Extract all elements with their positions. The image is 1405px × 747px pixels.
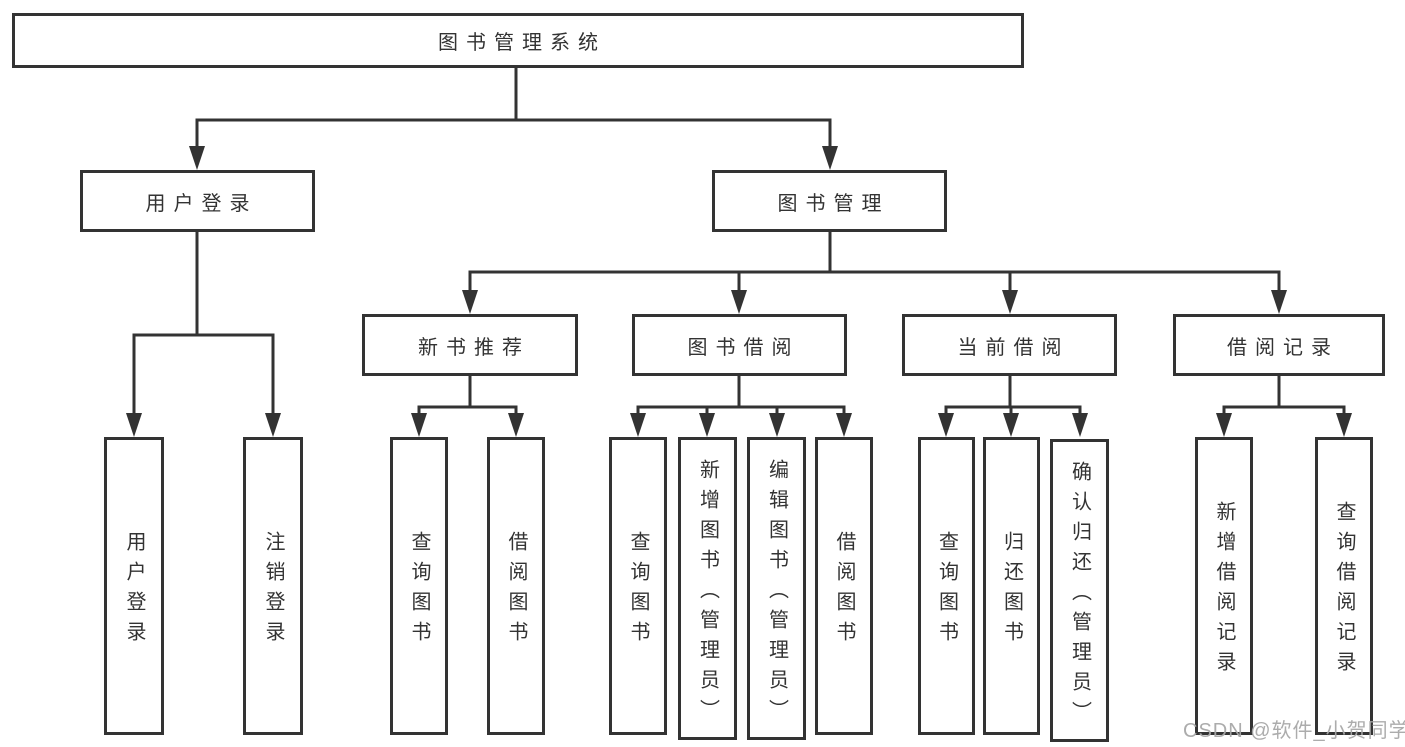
node-book-management: 图书管理 (712, 170, 947, 232)
leaf-rec-borrow-books-label: 借阅图书 (505, 531, 527, 651)
leaf-cb-confirm-return-admin-label: 确认归还（管理员） (1068, 460, 1091, 731)
leaf-br-query-record-label: 查询借阅记录 (1333, 501, 1355, 681)
leaf-bb-edit-books-admin-label: 编辑图书（管理员） (765, 458, 788, 729)
node-current-borrow-label: 当前借阅 (957, 336, 1070, 359)
leaf-br-add-record-label: 新增借阅记录 (1213, 501, 1235, 681)
node-current-borrow: 当前借阅 (902, 314, 1117, 376)
node-user-login-label: 用户登录 (145, 192, 258, 215)
leaf-cb-return-books-label: 归还图书 (1000, 531, 1023, 651)
node-book-borrow: 图书借阅 (632, 314, 847, 376)
leaf-bb-query-books-label: 查询图书 (627, 531, 649, 651)
leaf-bb-edit-books-admin: 编辑图书（管理员） (747, 437, 806, 740)
leaf-bb-query-books: 查询图书 (609, 437, 667, 735)
leaf-bb-add-books-admin-label: 新增图书（管理员） (696, 458, 719, 729)
leaf-bb-borrow-books-label: 借阅图书 (833, 531, 855, 651)
leaf-bb-borrow-books: 借阅图书 (815, 437, 873, 735)
leaf-cb-query-books: 查询图书 (918, 437, 975, 735)
node-user-login: 用户登录 (80, 170, 315, 232)
node-borrow-records: 借阅记录 (1173, 314, 1385, 376)
leaf-logout: 注销登录 (243, 437, 303, 735)
leaf-rec-query-books: 查询图书 (390, 437, 448, 735)
node-root-label: 图书管理系统 (438, 32, 606, 54)
leaf-bb-add-books-admin: 新增图书（管理员） (678, 437, 737, 740)
node-new-book-recommend-label: 新书推荐 (418, 336, 530, 359)
leaf-rec-query-books-label: 查询图书 (408, 531, 430, 651)
node-new-book-recommend: 新书推荐 (362, 314, 578, 376)
leaf-br-add-record: 新增借阅记录 (1195, 437, 1253, 735)
leaf-user-login-label: 用户登录 (123, 531, 145, 651)
leaf-cb-return-books: 归还图书 (983, 437, 1040, 735)
csdn-watermark: CSDN @软件_小贺同学 (1183, 720, 1405, 742)
node-book-borrow-label: 图书借阅 (687, 336, 800, 359)
node-book-management-label: 图书管理 (777, 192, 890, 215)
node-root: 图书管理系统 (12, 13, 1024, 68)
leaf-user-login: 用户登录 (104, 437, 164, 735)
leaf-br-query-record: 查询借阅记录 (1315, 437, 1373, 735)
leaf-logout-label: 注销登录 (262, 531, 284, 651)
leaf-cb-confirm-return-admin: 确认归还（管理员） (1050, 439, 1109, 742)
leaf-cb-query-books-label: 查询图书 (935, 531, 958, 651)
leaf-rec-borrow-books: 借阅图书 (487, 437, 545, 735)
node-borrow-records-label: 借阅记录 (1227, 336, 1339, 359)
